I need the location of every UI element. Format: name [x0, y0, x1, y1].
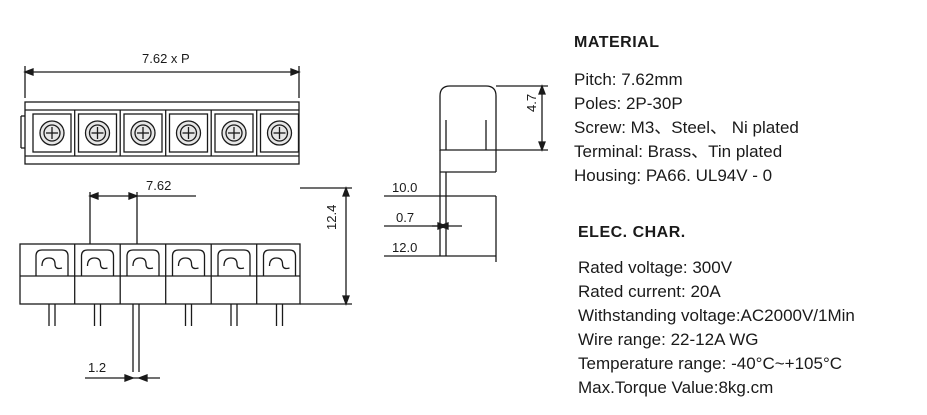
screw-cell	[259, 113, 300, 153]
screw-cell	[123, 113, 163, 153]
spec-poles: Poles: 2P-30P	[574, 94, 683, 113]
side-07-label: 0.7	[396, 210, 414, 225]
pin-width-label: 1.2	[88, 360, 106, 375]
spec-wire-range: Wire range: 22-12A WG	[578, 330, 759, 349]
elec-section: ELEC. CHAR.	[578, 224, 686, 242]
elec-heading: ELEC. CHAR.	[578, 224, 686, 241]
clamp-cell	[35, 249, 69, 276]
side-10-label: 10.0	[392, 180, 417, 195]
clamp-cell	[80, 249, 115, 276]
spec-screw: Screw: M3、Steel、 Ni plated	[574, 118, 799, 137]
side-12-label: 12.0	[392, 240, 417, 255]
spec-torque: Max.Torque Value:8kg.cm	[578, 378, 774, 397]
clamp-cell	[126, 249, 160, 276]
overall-length-label: 7.62 x P	[142, 51, 190, 66]
material-list: Pitch: 7.62mm Poles: 2P-30P Screw: M3、St…	[574, 68, 799, 188]
elec-list: Rated voltage: 300V Rated current: 20A W…	[578, 256, 855, 400]
screw-cell	[77, 113, 118, 153]
spec-rated-current: Rated current: 20A	[578, 282, 721, 301]
top-height-label: 4.7	[524, 94, 539, 112]
front-view	[19, 186, 352, 382]
pin	[230, 304, 238, 326]
pin	[48, 304, 56, 326]
spec-pitch: Pitch: 7.62mm	[574, 70, 683, 89]
pin	[93, 304, 102, 326]
side-view	[384, 84, 548, 262]
screw-cell	[214, 113, 254, 153]
spec-withstanding-voltage: Withstanding voltage:AC2000V/1Min	[578, 306, 855, 325]
material-section: MATERIAL	[574, 34, 659, 52]
pin	[184, 304, 193, 326]
clamp-cell	[171, 249, 206, 276]
screw-cell	[32, 113, 72, 153]
height-label: 12.4	[324, 205, 339, 230]
clamp-cell	[262, 249, 297, 276]
spec-terminal: Terminal: Brass、Tin plated	[574, 142, 783, 161]
material-heading: MATERIAL	[574, 34, 660, 51]
spec-rated-voltage: Rated voltage: 300V	[578, 258, 733, 277]
spec-temperature-range: Temperature range: -40°C~+105°C	[578, 354, 843, 373]
spec-housing: Housing: PA66. UL94V - 0	[574, 166, 773, 185]
pitch-label: 7.62	[146, 178, 171, 193]
clamp-cell	[217, 249, 251, 276]
top-view	[20, 66, 301, 165]
screw-cell	[168, 113, 209, 153]
pin	[275, 304, 284, 326]
